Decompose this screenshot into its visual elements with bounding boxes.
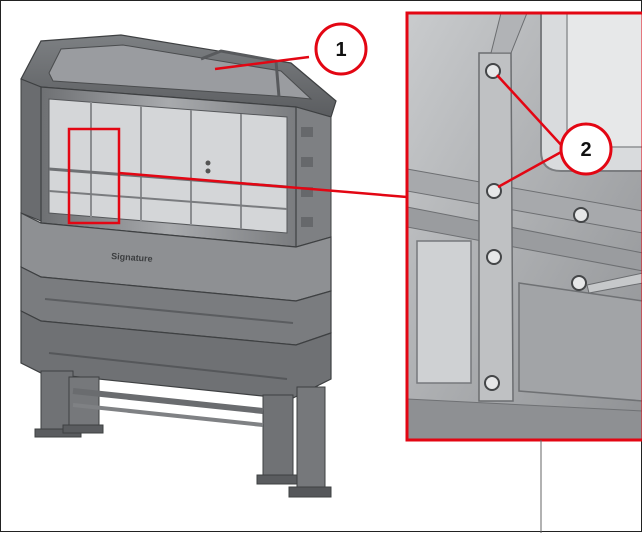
callout-1-label: 1 [335,39,346,61]
detail-screw-arm [586,272,642,294]
base-tray-groove [48,352,288,380]
detail-screws [484,63,589,391]
callout-2-circle [559,122,613,176]
callout-2-label: 2 [580,139,591,161]
interior-screw [205,168,211,174]
right-side-ribs [301,127,313,227]
brand-text: Signature [111,251,153,264]
callout-2-leader-lower [497,149,564,189]
callout-1-leader [214,55,310,71]
detail-panel-border [405,11,642,442]
detail-vertical-bracket [478,52,514,402]
interior-screw [205,160,211,166]
window-ribs [90,102,242,229]
machine-illustration: Signature [20,34,337,498]
inner-handle [200,49,281,98]
detail-lower-cavity [518,282,642,402]
detail-highlight-box [67,127,121,225]
callout-2-leader-upper [496,74,564,148]
detail-lower-box [416,240,472,384]
detail-view [405,11,642,442]
callout-1-circle [314,22,368,76]
window-glass [48,98,288,234]
lower-band-groove [44,298,294,324]
upper-body-left [20,78,42,222]
stand-legs [34,370,332,498]
top-opening [48,44,313,100]
interior-rail-lower [48,190,288,210]
leader-line-to-detail [118,171,408,199]
